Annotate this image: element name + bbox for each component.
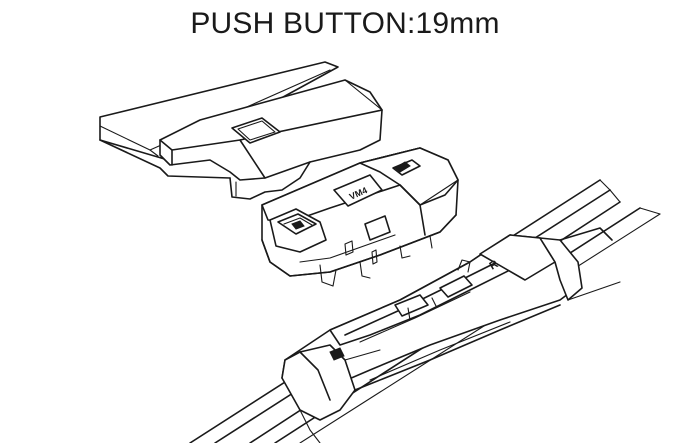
wiper-arm: [99, 61, 383, 200]
adapter-side-window: [364, 215, 391, 241]
adapter-clip: VM4: [261, 147, 459, 287]
arm-window: [231, 117, 281, 144]
adapter-label-plate: [333, 174, 383, 207]
diagram-title: PUSH BUTTON:19mm: [190, 7, 500, 40]
wiper-blade: R: [189, 179, 661, 443]
